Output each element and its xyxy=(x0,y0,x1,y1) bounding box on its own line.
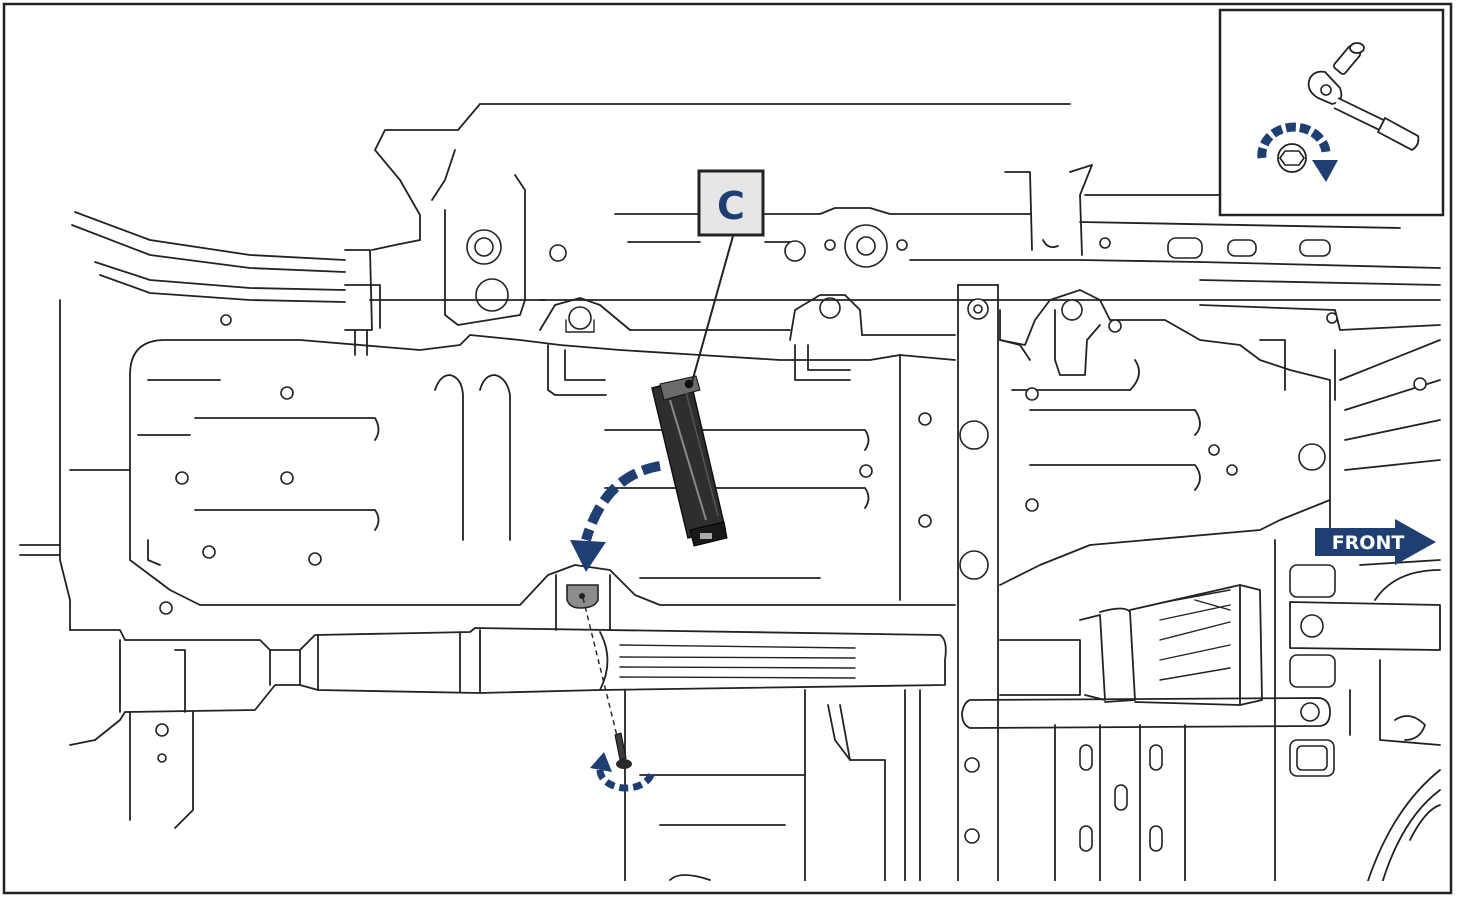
installation-path-line xyxy=(582,597,619,741)
callout-c-leader-line xyxy=(691,235,734,383)
tool-inset-panel xyxy=(1218,8,1445,217)
component-c-part xyxy=(651,375,728,547)
counterclockwise-rotation-arrow-icon xyxy=(590,752,656,792)
front-arrow-label: FRONT xyxy=(1332,532,1405,554)
front-direction-arrow: FRONT xyxy=(1315,519,1436,565)
callout-c-letter: C xyxy=(717,184,745,228)
hex-bolt-head-icon xyxy=(1277,143,1307,173)
vehicle-underbody-linework xyxy=(19,103,1441,881)
clockwise-rotation-arrow-icon xyxy=(1257,122,1338,182)
mounting-bracket xyxy=(555,574,611,631)
ratchet-socket-wrench-icon xyxy=(1307,42,1420,152)
mounting-bolt xyxy=(614,732,632,769)
callout-c: C xyxy=(697,169,765,237)
curved-install-arrow-icon xyxy=(570,461,661,572)
